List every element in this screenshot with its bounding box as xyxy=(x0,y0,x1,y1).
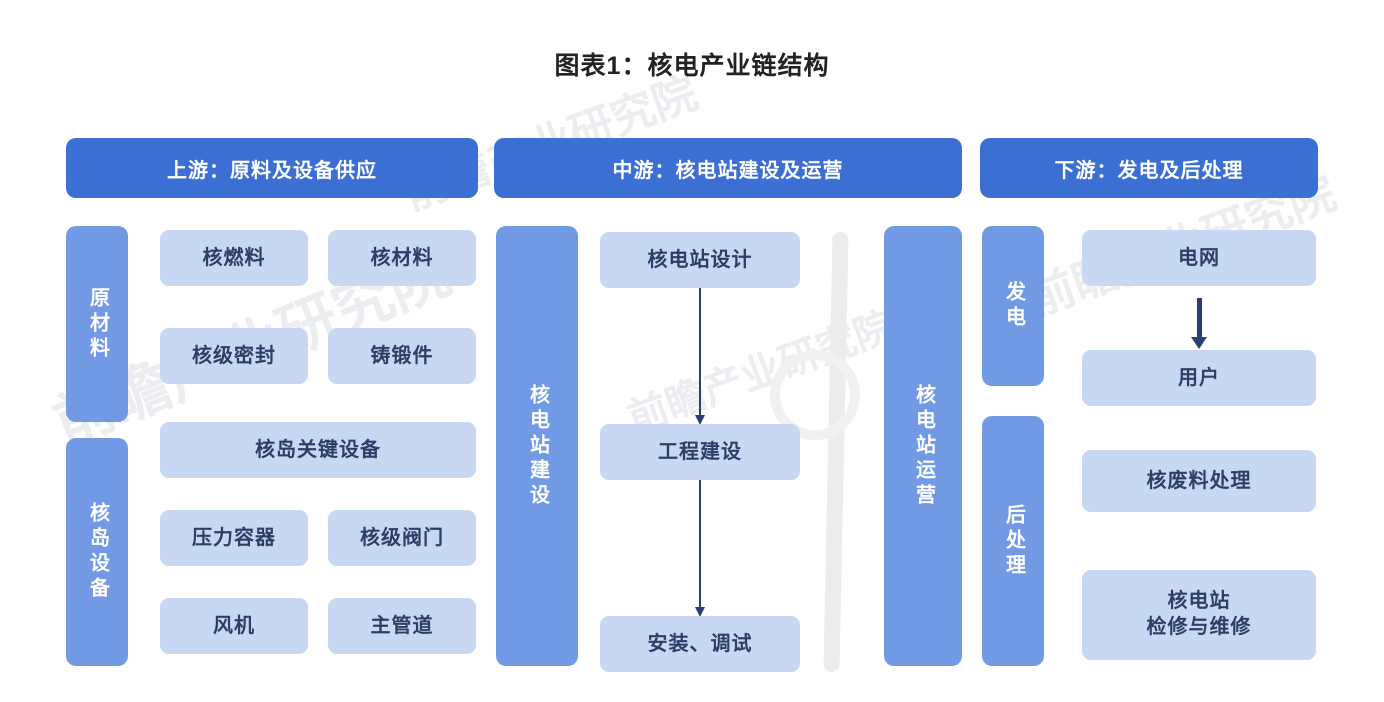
box-pressure-vessel[interactable]: 压力容器 xyxy=(160,510,308,566)
box-nuclear-grade-seal[interactable]: 核级密封 xyxy=(160,328,308,384)
arrow-grid-to-user xyxy=(1191,298,1207,349)
box-nuclear-island-key-equipment[interactable]: 核岛关键设备 xyxy=(160,422,476,478)
box-plant-overhaul-line2: 检修与维修 xyxy=(1146,616,1252,638)
group-tab-plant-construction[interactable]: 核电站建设 xyxy=(496,226,578,666)
arrow-construction-to-installation xyxy=(695,480,705,617)
section-header-upstream: 上游：原料及设备供应 xyxy=(66,138,478,198)
box-nuclear-fuel[interactable]: 核燃料 xyxy=(160,230,308,286)
box-plant-overhaul-maintenance[interactable]: 核电站 检修与维修 xyxy=(1082,570,1316,660)
box-power-grid[interactable]: 电网 xyxy=(1082,230,1316,286)
section-upstream: 上游：原料及设备供应 原材料 核岛设备 核燃料 核材料 核级密封 铸锻件 核岛关… xyxy=(66,138,478,666)
arrow-design-to-construction xyxy=(695,288,705,425)
group-tab-post-processing[interactable]: 后处理 xyxy=(982,416,1044,666)
section-body-midstream: 核电站建设 核电站设计 工程建设 安装、调试 核电站运营 xyxy=(494,226,962,672)
box-nuclear-material[interactable]: 核材料 xyxy=(328,230,476,286)
watermark-circle-icon xyxy=(770,350,860,440)
box-castings-forgings[interactable]: 铸锻件 xyxy=(328,328,476,384)
box-user[interactable]: 用户 xyxy=(1082,350,1316,406)
section-body-upstream: 原材料 核岛设备 核燃料 核材料 核级密封 铸锻件 核岛关键设备 压力容器 核级… xyxy=(66,226,478,666)
box-plant-design[interactable]: 核电站设计 xyxy=(600,232,800,288)
box-fan[interactable]: 风机 xyxy=(160,598,308,654)
group-tab-plant-operation[interactable]: 核电站运营 xyxy=(884,226,962,666)
box-installation-commissioning[interactable]: 安装、调试 xyxy=(600,616,800,672)
section-downstream: 下游：发电及后处理 发电 后处理 电网 用户 核废料处理 核电站 检修与维修 xyxy=(980,138,1318,666)
group-tab-raw-materials[interactable]: 原材料 xyxy=(66,226,128,422)
section-midstream: 中游：核电站建设及运营 核电站建设 核电站设计 工程建设 安装、调试 核电站运营 xyxy=(494,138,962,672)
group-tab-nuclear-island-equipment[interactable]: 核岛设备 xyxy=(66,438,128,666)
section-header-downstream: 下游：发电及后处理 xyxy=(980,138,1318,198)
page-title: 图表1：核电产业链结构 xyxy=(554,52,830,80)
box-main-pipeline[interactable]: 主管道 xyxy=(328,598,476,654)
box-plant-overhaul-line1: 核电站 xyxy=(1167,590,1231,613)
box-nuclear-grade-valve[interactable]: 核级阀门 xyxy=(328,510,476,566)
box-nuclear-waste-treatment[interactable]: 核废料处理 xyxy=(1082,450,1316,512)
group-tab-power-generation[interactable]: 发电 xyxy=(982,226,1044,386)
box-engineering-construction[interactable]: 工程建设 xyxy=(600,424,800,480)
section-header-midstream: 中游：核电站建设及运营 xyxy=(494,138,962,198)
section-body-downstream: 发电 后处理 电网 用户 核废料处理 核电站 检修与维修 xyxy=(980,226,1318,666)
